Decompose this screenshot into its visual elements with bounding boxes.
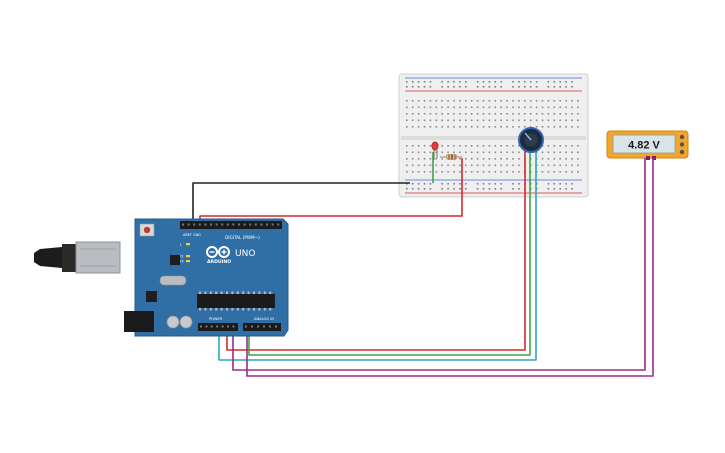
wire-pot-red[interactable]	[226, 150, 526, 351]
analog-label: ANALOG IN	[254, 317, 274, 321]
digital-header	[180, 221, 282, 229]
multimeter-screen	[612, 134, 676, 154]
aref-label: AREF	[183, 233, 192, 237]
capacitor-icon	[179, 315, 193, 329]
tx-label: TX	[178, 255, 184, 259]
l-label: L	[180, 243, 182, 247]
multimeter-knob-icon[interactable]	[679, 149, 685, 155]
tx-led-icon	[186, 255, 190, 258]
multimeter[interactable]: 4.82 V	[606, 130, 689, 160]
wire-pot-green[interactable]	[248, 150, 531, 356]
breadboard-holes	[406, 81, 579, 190]
usb-cable-boot	[62, 244, 76, 272]
potentiometer[interactable]	[518, 127, 544, 153]
led[interactable]	[431, 141, 439, 160]
arduino-logo-icon	[206, 246, 230, 258]
breadboard[interactable]	[398, 73, 589, 198]
power-jack	[124, 311, 154, 332]
led-red-icon	[431, 141, 439, 151]
atmega-chip	[197, 294, 275, 308]
breadboard-body	[398, 73, 589, 198]
wire-gnd-black[interactable]	[192, 182, 410, 223]
reset-button-icon	[143, 226, 151, 234]
gnd-label: GND	[193, 233, 201, 237]
multimeter-knob-icon[interactable]	[679, 134, 685, 140]
usb-connector	[75, 241, 121, 274]
wires	[192, 150, 654, 377]
potentiometer-pointer	[524, 132, 532, 141]
analog-header	[243, 323, 281, 331]
usb-cable-plug-icon	[34, 247, 62, 268]
wire-probe-purple-1[interactable]	[232, 158, 646, 371]
arduino-brand: ARDUINO	[207, 259, 231, 265]
wire-pot-teal[interactable]	[218, 150, 537, 361]
l-led-icon	[186, 243, 190, 246]
digital-header-label: DIGITAL (PWM~)	[225, 235, 260, 240]
atmega-chip-pins	[199, 291, 272, 311]
resistor[interactable]	[440, 154, 462, 160]
breadboard-center-channel	[401, 136, 586, 140]
voltage-regulator	[146, 291, 157, 302]
arduino-model: UNO	[235, 249, 255, 259]
rx-label: RX	[179, 260, 184, 264]
bottom-header-pins	[200, 325, 277, 328]
rx-led-icon	[186, 260, 190, 263]
arduino-uno-board[interactable]: DIGITAL (PWM~) AREF GND L TX RX ARDUINO …	[34, 218, 289, 337]
capacitor-icon	[166, 315, 180, 329]
digital-header-pins	[182, 223, 280, 226]
crystal-oscillator	[159, 275, 187, 286]
power-label: POWER	[209, 317, 223, 321]
multimeter-probe-terminal[interactable]	[652, 156, 656, 160]
multimeter-probe-terminal[interactable]	[646, 156, 650, 160]
multimeter-reading: 4.82 V	[628, 140, 660, 152]
multimeter-knob-icon[interactable]	[679, 142, 685, 147]
wire-probe-purple-2[interactable]	[246, 158, 654, 377]
usb-interface-chip	[170, 255, 180, 265]
